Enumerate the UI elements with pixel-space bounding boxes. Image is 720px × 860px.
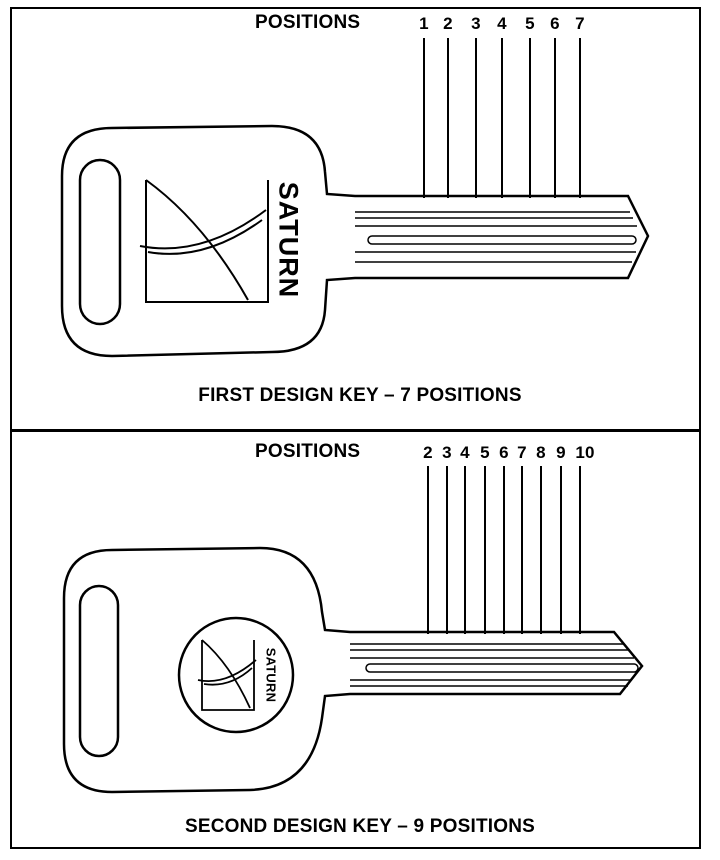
second-key-slot bbox=[78, 584, 120, 758]
positions-label: POSITIONS bbox=[255, 441, 361, 462]
second-key-logo-icon bbox=[197, 639, 257, 711]
position-number: 1 bbox=[419, 14, 429, 33]
figure-frame bbox=[10, 7, 701, 849]
position-number: 5 bbox=[525, 14, 535, 33]
second-key-logo-circle bbox=[177, 616, 295, 734]
first-key-logo-icon bbox=[139, 179, 269, 303]
second-key-drawing bbox=[62, 466, 644, 794]
position-number: 2 bbox=[443, 14, 453, 33]
position-number: 5 bbox=[480, 443, 490, 462]
position-number: 7 bbox=[575, 14, 585, 33]
position-number: 4 bbox=[460, 443, 470, 462]
second-key-outline bbox=[62, 546, 644, 794]
position-number: 4 bbox=[497, 14, 507, 33]
position-number: 9 bbox=[556, 443, 566, 462]
position-number: 7 bbox=[517, 443, 527, 462]
second-key-brand-text: SATURN bbox=[263, 647, 279, 703]
first-key-outline bbox=[60, 124, 650, 358]
first-key-position-lines bbox=[423, 38, 581, 198]
second-key-grooves bbox=[350, 643, 639, 687]
first-key-slot bbox=[78, 158, 122, 326]
first-key-drawing bbox=[60, 38, 650, 358]
position-number: 3 bbox=[442, 443, 452, 462]
first-key-grooves bbox=[355, 211, 637, 263]
position-number: 8 bbox=[536, 443, 546, 462]
second-key-caption: SECOND DESIGN KEY – 9 POSITIONS bbox=[184, 816, 536, 837]
position-number: 10 bbox=[575, 443, 595, 462]
position-number: 6 bbox=[499, 443, 509, 462]
first-key-caption: FIRST DESIGN KEY – 7 POSITIONS bbox=[198, 385, 522, 406]
position-number: 6 bbox=[550, 14, 560, 33]
panel-divider bbox=[10, 429, 701, 432]
position-number: 2 bbox=[423, 443, 433, 462]
second-design-key-panel: POSITIONS 2 3 4 5 6 7 8 9 10 SATURN SECO… bbox=[0, 432, 720, 852]
first-design-key-panel: POSITIONS 1 2 3 4 5 6 7 SATURN FIRST DES… bbox=[60, 12, 650, 406]
first-key-brand-text: SATURN bbox=[273, 181, 304, 299]
position-number: 3 bbox=[471, 14, 481, 33]
second-key-position-lines bbox=[427, 466, 581, 634]
positions-label: POSITIONS bbox=[255, 12, 361, 33]
